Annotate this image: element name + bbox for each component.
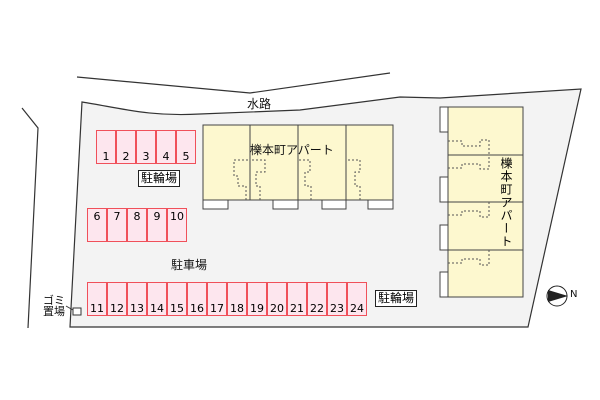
parking-space-number: 8 [133, 210, 141, 223]
parking-space-15: 15 [167, 282, 187, 316]
parking-space-number: 20 [270, 302, 284, 315]
building-2-label: 櫟本町アパート [499, 157, 513, 248]
parking-space-21: 21 [287, 282, 307, 316]
parking-space-number: 18 [230, 302, 244, 315]
garbage-label: ゴミ置場 [43, 295, 65, 317]
parking-space-2: 2 [116, 130, 136, 164]
parking-space-number: 3 [142, 150, 150, 163]
waterway-label: 水路 [247, 97, 272, 111]
parking-space-number: 15 [170, 302, 184, 315]
parking-space-11: 11 [87, 282, 107, 316]
parking-space-number: 4 [162, 150, 170, 163]
parking-space-5: 5 [176, 130, 196, 164]
parking-space-number: 22 [310, 302, 324, 315]
parking-space-14: 14 [147, 282, 167, 316]
parking-space-number: 7 [113, 210, 121, 223]
parking-space-number: 9 [153, 210, 161, 223]
parking-label: 駐車場 [171, 258, 208, 272]
parking-space-24: 24 [347, 282, 367, 316]
north-arrow-icon [546, 285, 568, 307]
north-label: N [570, 289, 578, 300]
parking-space-9: 9 [147, 208, 167, 242]
road-edge-left [21, 107, 39, 329]
parking-space-13: 13 [127, 282, 147, 316]
parking-space-number: 1 [102, 150, 110, 163]
parking-space-number: 17 [210, 302, 224, 315]
bicycle-parking-label-1: 駐輪場 [138, 170, 181, 187]
building-1-label: 櫟本町アパート [250, 143, 334, 157]
parking-space-number: 2 [122, 150, 130, 163]
parking-space-number: 14 [150, 302, 164, 315]
parking-space-18: 18 [227, 282, 247, 316]
garbage-label-line2: 置場 [43, 305, 65, 318]
parking-space-22: 22 [307, 282, 327, 316]
parking-space-23: 23 [327, 282, 347, 316]
parking-space-number: 12 [110, 302, 124, 315]
parking-space-number: 24 [350, 302, 364, 315]
parking-space-19: 19 [247, 282, 267, 316]
parking-space-number: 21 [290, 302, 304, 315]
parking-space-1: 1 [96, 130, 116, 164]
parking-space-10: 10 [167, 208, 187, 242]
parking-space-number: 5 [182, 150, 190, 163]
parking-space-number: 13 [130, 302, 144, 315]
waterway-line [76, 72, 391, 94]
parking-space-number: 16 [190, 302, 204, 315]
parking-space-6: 6 [87, 208, 107, 242]
parking-space-12: 12 [107, 282, 127, 316]
parking-space-3: 3 [136, 130, 156, 164]
bicycle-parking-label-2: 駐輪場 [375, 290, 418, 307]
parking-space-16: 16 [187, 282, 207, 316]
garbage-area [72, 307, 82, 316]
parking-space-number: 10 [170, 210, 184, 223]
parking-space-number: 19 [250, 302, 264, 315]
parking-space-8: 8 [127, 208, 147, 242]
parking-space-number: 6 [93, 210, 101, 223]
parking-space-7: 7 [107, 208, 127, 242]
parking-space-number: 11 [90, 302, 104, 315]
garbage-label-line1: ゴミ [43, 294, 65, 307]
parking-space-number: 23 [330, 302, 344, 315]
building-1 [202, 124, 394, 210]
building-2 [439, 106, 524, 298]
parking-space-17: 17 [207, 282, 227, 316]
parking-space-20: 20 [267, 282, 287, 316]
parking-space-4: 4 [156, 130, 176, 164]
